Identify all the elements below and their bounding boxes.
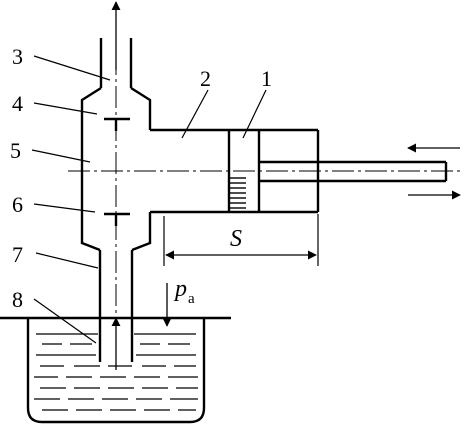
lower-chamber-right-wall (131, 212, 152, 252)
leader-2 (181, 89, 209, 139)
part-label-3: 3 (12, 44, 23, 69)
leader-8 (33, 298, 97, 344)
part-label-5: 5 (10, 138, 21, 163)
leader-1 (242, 89, 267, 139)
leader-4 (33, 102, 98, 115)
piston-hatching (230, 177, 246, 209)
upper-chamber-left-wall (80, 86, 102, 130)
upper-chamber-right-wall (130, 86, 152, 130)
stroke-label: S (230, 226, 242, 252)
reservoir-tank (26, 318, 206, 424)
pressure-symbol: p (173, 276, 187, 302)
part-label-8: 8 (12, 287, 23, 312)
lower-chamber-left-wall (80, 222, 101, 252)
part-label-6: 6 (12, 192, 23, 217)
part-label-2: 2 (200, 66, 211, 91)
part-label-4: 4 (12, 91, 23, 116)
pressure-subscript: a (188, 291, 195, 307)
part-label-1: 1 (261, 66, 272, 91)
leader-3 (33, 55, 111, 81)
liquid-hatching (34, 333, 198, 411)
part-label-7: 7 (12, 242, 23, 267)
leader-5 (31, 149, 91, 163)
leader-7 (35, 252, 99, 269)
leader-6 (33, 203, 96, 213)
